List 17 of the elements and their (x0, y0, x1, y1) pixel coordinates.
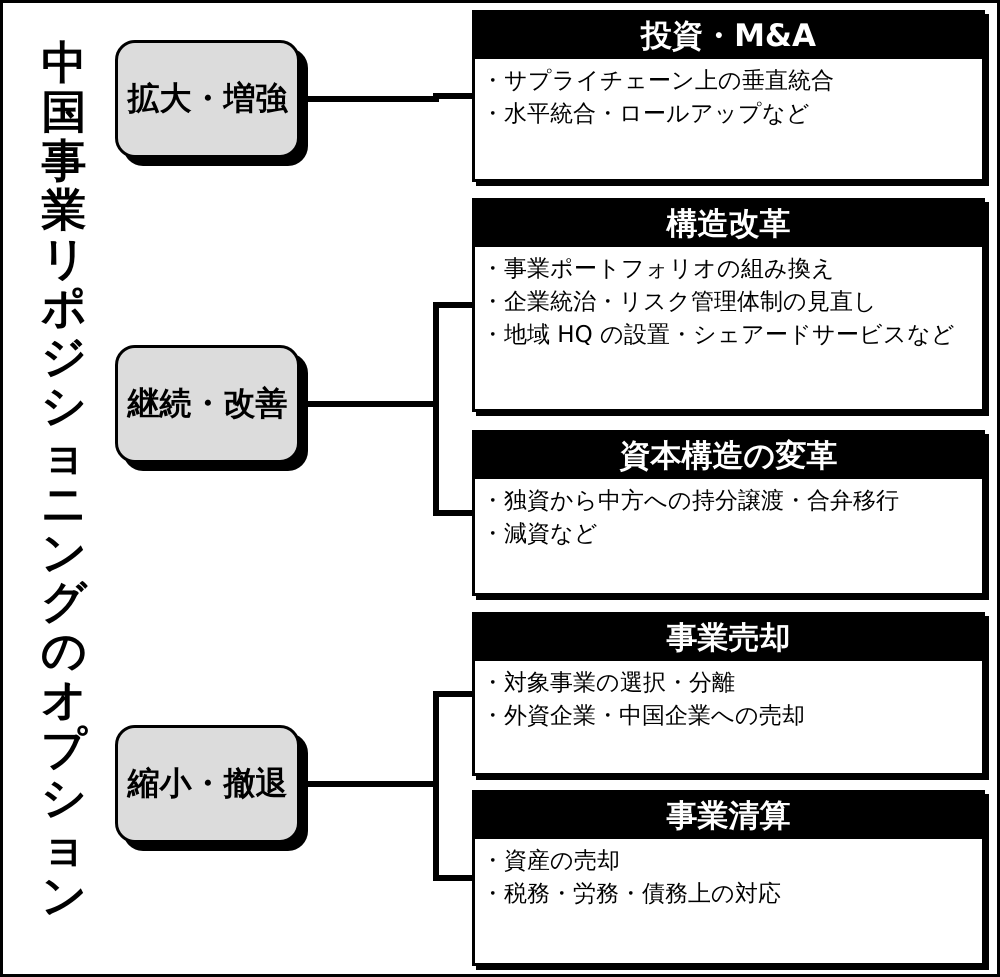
list-item: ・企業統治・リスク管理体制の見直し (480, 288, 878, 317)
card-header: 事業清算 (475, 793, 982, 839)
list-item: ・減資など (480, 520, 599, 549)
list-item: ・事業ポートフォリオの組み換え (480, 255, 836, 284)
card-header: 事業売却 (475, 615, 982, 661)
card-header: 投資・M&A (475, 13, 982, 59)
list-item: ・外資企業・中国企業への売却 (480, 702, 806, 731)
list-item: ・水平統合・ロールアップなど (480, 100, 811, 129)
list-item: ・資産の売却 (480, 847, 621, 876)
card-header: 資本構造の変革 (475, 433, 982, 479)
card-header: 構造改革 (475, 201, 982, 247)
vertical-title: 中国事業リポジショニングのオプション (40, 38, 88, 920)
list-item: ・独資から中方への持分譲渡・合弁移行 (480, 487, 900, 516)
list-item: ・税務・労務・債務上の対応 (480, 880, 782, 909)
list-item: ・地域 HQ の設置・シェアードサービスなど (480, 321, 956, 350)
list-item: ・サプライチェーン上の垂直統合 (480, 67, 835, 96)
list-item: ・対象事業の選択・分離 (480, 669, 736, 698)
